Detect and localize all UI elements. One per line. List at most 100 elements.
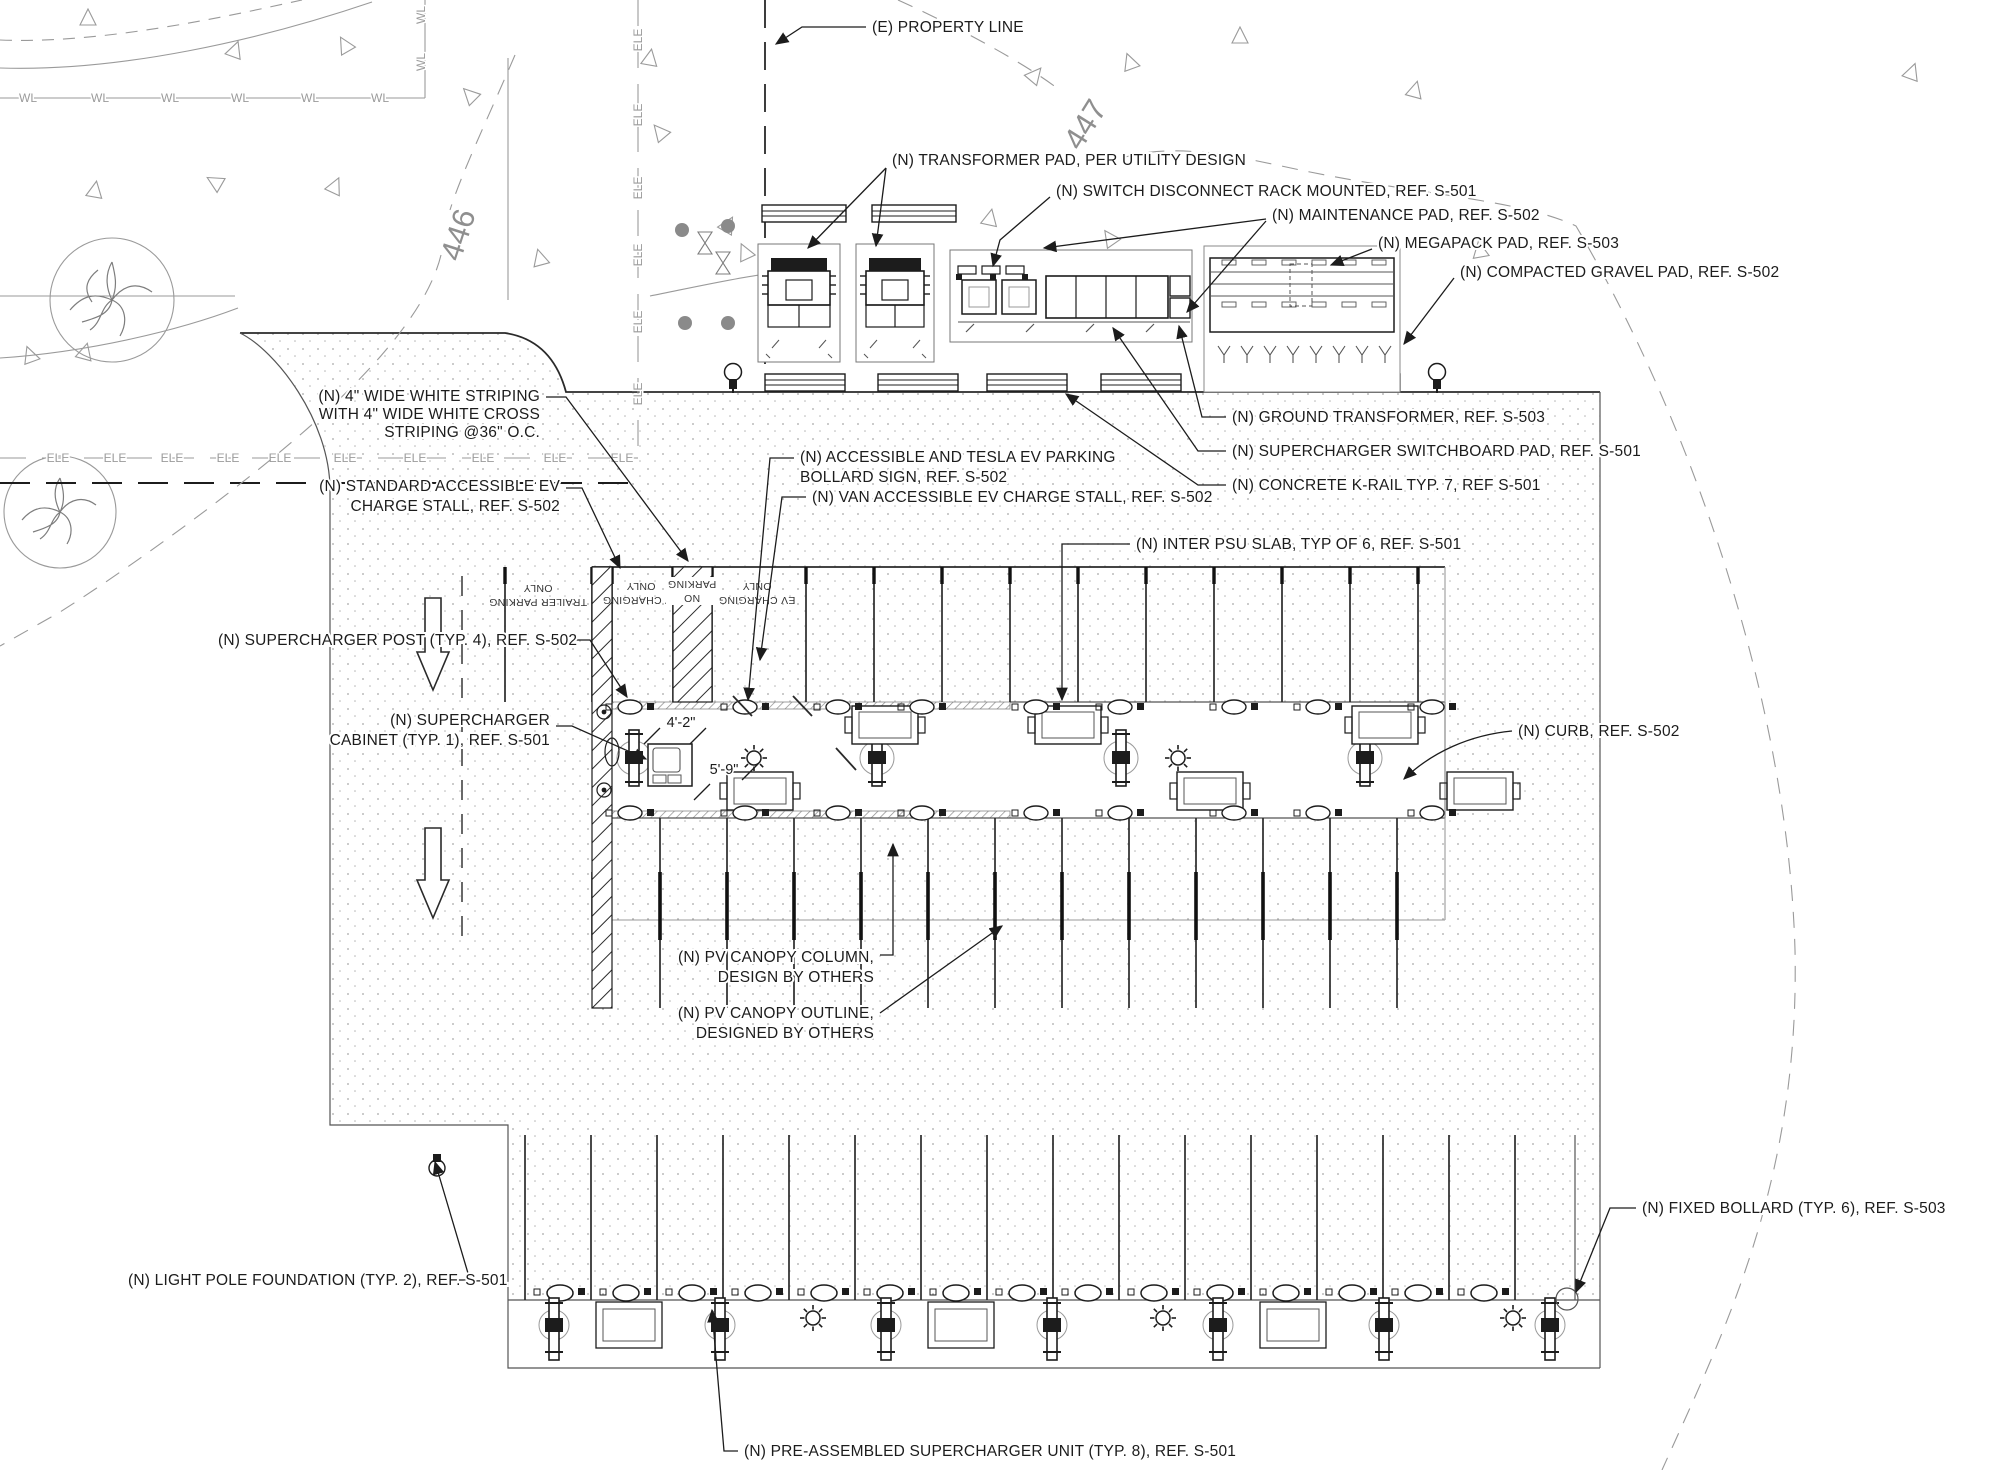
bollard-charger: [1407, 699, 1456, 715]
ground-transformer-unit: [1169, 275, 1191, 297]
bollard-charger: [1209, 699, 1258, 715]
road-edge-curve-top: [0, 1, 373, 69]
svg-text:ELE: ELE: [269, 451, 292, 465]
svg-text:5'-9": 5'-9": [710, 762, 739, 778]
svg-text:WL: WL: [301, 91, 319, 105]
svg-text:(N) PV CANOPY OUTLINE,: (N) PV CANOPY OUTLINE,: [678, 1005, 874, 1022]
megapack-unit: [1209, 257, 1395, 333]
bollard-charger: [1325, 1284, 1377, 1302]
contour-446-label: 446: [433, 205, 482, 265]
bollard-charger: [1127, 1284, 1179, 1302]
south-parking-band: [508, 1135, 1600, 1361]
light-pole-sun: [1165, 745, 1191, 771]
supercharger-post: [1103, 729, 1139, 787]
bollard-charger: [863, 1284, 915, 1302]
svg-text:(N) SUPERCHARGER: (N) SUPERCHARGER: [390, 712, 550, 729]
transformer-pad: [757, 243, 841, 363]
bollard-charger: [665, 1284, 717, 1302]
svg-text:(N) ACCESSIBLE AND TESLA EV PA: (N) ACCESSIBLE AND TESLA EV PARKING: [800, 449, 1116, 466]
svg-text:ELE: ELE: [334, 451, 357, 465]
callout-switch-disconnect: (N) SWITCH DISCONNECT RACK MOUNTED, REF.…: [1056, 183, 1477, 200]
svg-text:ELE: ELE: [631, 383, 645, 406]
bollard-charger: [599, 1284, 651, 1302]
svg-text:WL: WL: [161, 91, 179, 105]
stall-text-ev-1: EV CHARGING ONLY: [603, 580, 680, 606]
light-pole: [1427, 362, 1447, 393]
psu-slab: [1027, 705, 1109, 745]
callout-maintenance-pad: (N) MAINTENANCE PAD, REF. S-502: [1272, 207, 1540, 224]
callout-light-pole: (N) LIGHT POLE FOUNDATION (TYP. 2), REF.…: [128, 1272, 508, 1289]
k-rails-upper: [761, 204, 957, 223]
psu-slab: [844, 705, 926, 745]
contour-447-label: 447: [1057, 93, 1114, 155]
road-curb-curve-left: [0, 307, 239, 359]
pre-assembled-supercharger-unit: [538, 1297, 663, 1361]
callout-psu-unit: (N) PRE-ASSEMBLED SUPERCHARGER UNIT (TYP…: [744, 1443, 1236, 1460]
callout-texts: (E) PROPERTY LINE (N) TRANSFORMER PAD, P…: [126, 17, 1947, 1462]
stall-text-no-parking: NO PARKING: [666, 577, 718, 605]
fixed-bollard-circle: [1555, 1287, 1579, 1311]
switch-disconnect: [961, 279, 997, 315]
bollard-charger: [1391, 1284, 1443, 1302]
dimension-5-9: 5'-9": [693, 761, 759, 801]
svg-text:WL: WL: [19, 91, 37, 105]
svg-text:ELE: ELE: [631, 29, 645, 52]
svg-text:ELE: ELE: [404, 451, 427, 465]
supercharger-strip-pad: [592, 702, 1445, 818]
wetland-triangles: [24, 7, 1918, 366]
k-rail: [764, 373, 846, 392]
svg-text:WL: WL: [414, 6, 428, 24]
callout-k-rail: (N) CONCRETE K-RAIL TYP. 7, REF S-501: [1232, 477, 1541, 494]
svg-text:WL: WL: [231, 91, 249, 105]
callout-property-line: (E) PROPERTY LINE: [872, 19, 1024, 36]
svg-text:(N) PV CANOPY COLUMN,: (N) PV CANOPY COLUMN,: [678, 949, 874, 966]
psu-units: [719, 705, 1521, 811]
callout-fixed-bollard: (N) FIXED BOLLARD (TYP. 6), REF. S-503: [1642, 1200, 1946, 1217]
callout-standard-stall: (N) STANDARD ACCESSIBLE EV CHARGE STALL,…: [317, 476, 562, 517]
svg-text:TRAILER PARKING: TRAILER PARKING: [489, 596, 587, 608]
svg-text:DESIGN BY OTHERS: DESIGN BY OTHERS: [718, 969, 874, 986]
bollard-charger: [1407, 805, 1456, 821]
callout-compacted-gravel: (N) COMPACTED GRAVEL PAD, REF. S-502: [1460, 264, 1779, 281]
svg-text:ELE: ELE: [104, 451, 127, 465]
bollard-charger: [1293, 699, 1342, 715]
callout-inter-psu: (N) INTER PSU SLAB, TYP OF 6, REF. S-501: [1136, 536, 1461, 553]
traffic-arrow-down: [415, 597, 451, 693]
stall-text-trailer: TRAILER PARKING ONLY: [489, 582, 587, 608]
stall-dividers-bottom: [591, 818, 1399, 1008]
light-pole-sun: [1500, 1305, 1526, 1331]
bollard-charger: [1209, 805, 1258, 821]
ground-transformer-unit: [1169, 297, 1191, 319]
svg-text:ELE: ELE: [47, 451, 70, 465]
callout-pv-outline: (N) PV CANOPY OUTLINE, DESIGNED BY OTHER…: [676, 1003, 876, 1044]
transformer-pads: [757, 243, 935, 363]
svg-text:ELE: ELE: [631, 244, 645, 267]
tree-symbol: [49, 237, 175, 363]
svg-text:ELE: ELE: [544, 451, 567, 465]
hatched-stripe-access-aisle: [591, 566, 613, 1009]
callout-ground-transformer: (N) GROUND TRANSFORMER, REF. S-503: [1232, 409, 1545, 426]
strip-bollards: [605, 699, 1456, 821]
svg-text:WL: WL: [371, 91, 389, 105]
svg-text:STRIPING @36" O.C.: STRIPING @36" O.C.: [384, 424, 540, 441]
svg-text:ELE: ELE: [631, 104, 645, 127]
svg-text:EV CHARGING: EV CHARGING: [603, 594, 680, 606]
callout-striping: (N) 4" WIDE WHITE STRIPING WITH 4" WIDE …: [316, 386, 541, 443]
bollard-charger: [605, 699, 654, 715]
light-pole-sun: [1150, 1305, 1176, 1331]
svg-text:(N) 4" WIDE WHITE STRIPING: (N) 4" WIDE WHITE STRIPING: [318, 388, 540, 405]
svg-text:ELE: ELE: [217, 451, 240, 465]
bollard-charger: [995, 1284, 1047, 1302]
light-pole-suns-south: [800, 1305, 1526, 1331]
callout-van-stall: (N) VAN ACCESSIBLE EV CHARGE STALL, REF.…: [812, 489, 1213, 506]
svg-text:DESIGNED BY OTHERS: DESIGNED BY OTHERS: [696, 1025, 874, 1042]
svg-text:ELE: ELE: [611, 451, 634, 465]
bollard-charger: [533, 1284, 585, 1302]
bollard-charger: [897, 805, 946, 821]
callout-megapack-pad: (N) MEGAPACK PAD, REF. S-503: [1378, 235, 1619, 252]
svg-text:ELE: ELE: [472, 451, 495, 465]
